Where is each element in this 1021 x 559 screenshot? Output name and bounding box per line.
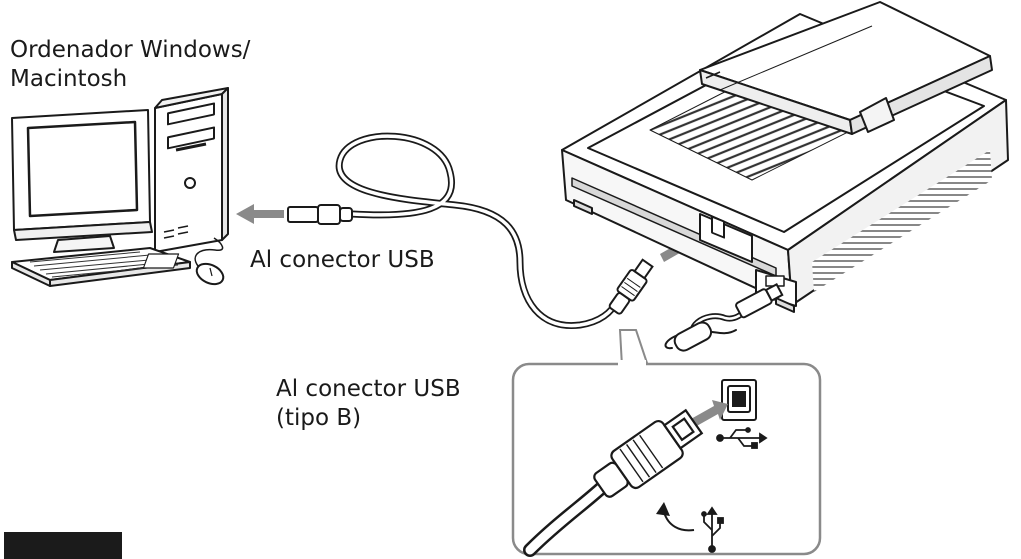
usb-symbol-port-icon [716,427,768,449]
monitor [11,109,153,253]
mouse [194,237,225,286]
power-cord [664,283,784,352]
usb-computer-label: Al conector USB [250,247,435,273]
printer-illustration [561,1,1009,313]
usb-printer-label: Al conector USB (tipo B) [276,375,461,433]
usb-printer-label-line1: Al conector USB [276,376,461,402]
usb-b-plug-detail [593,408,704,498]
arrow-to-computer [236,204,284,224]
usb-a-plug [287,204,353,225]
tower-case [154,87,229,253]
keyboard [11,247,191,287]
computer-label: Ordenador Windows/ Macintosh [10,36,250,94]
note-tab-marker [4,532,122,559]
computer-illustration [11,87,229,287]
callout-detail [523,379,768,557]
usb-printer-label-line2: (tipo B) [276,405,362,431]
computer-label-line2: Macintosh [10,66,128,92]
usb-b-port [721,379,757,421]
computer-label-line1: Ordenador Windows/ [10,37,251,63]
usb-cable [335,132,620,330]
usb-symbol-plug-icon [701,506,724,553]
usb-b-plug [608,258,654,315]
